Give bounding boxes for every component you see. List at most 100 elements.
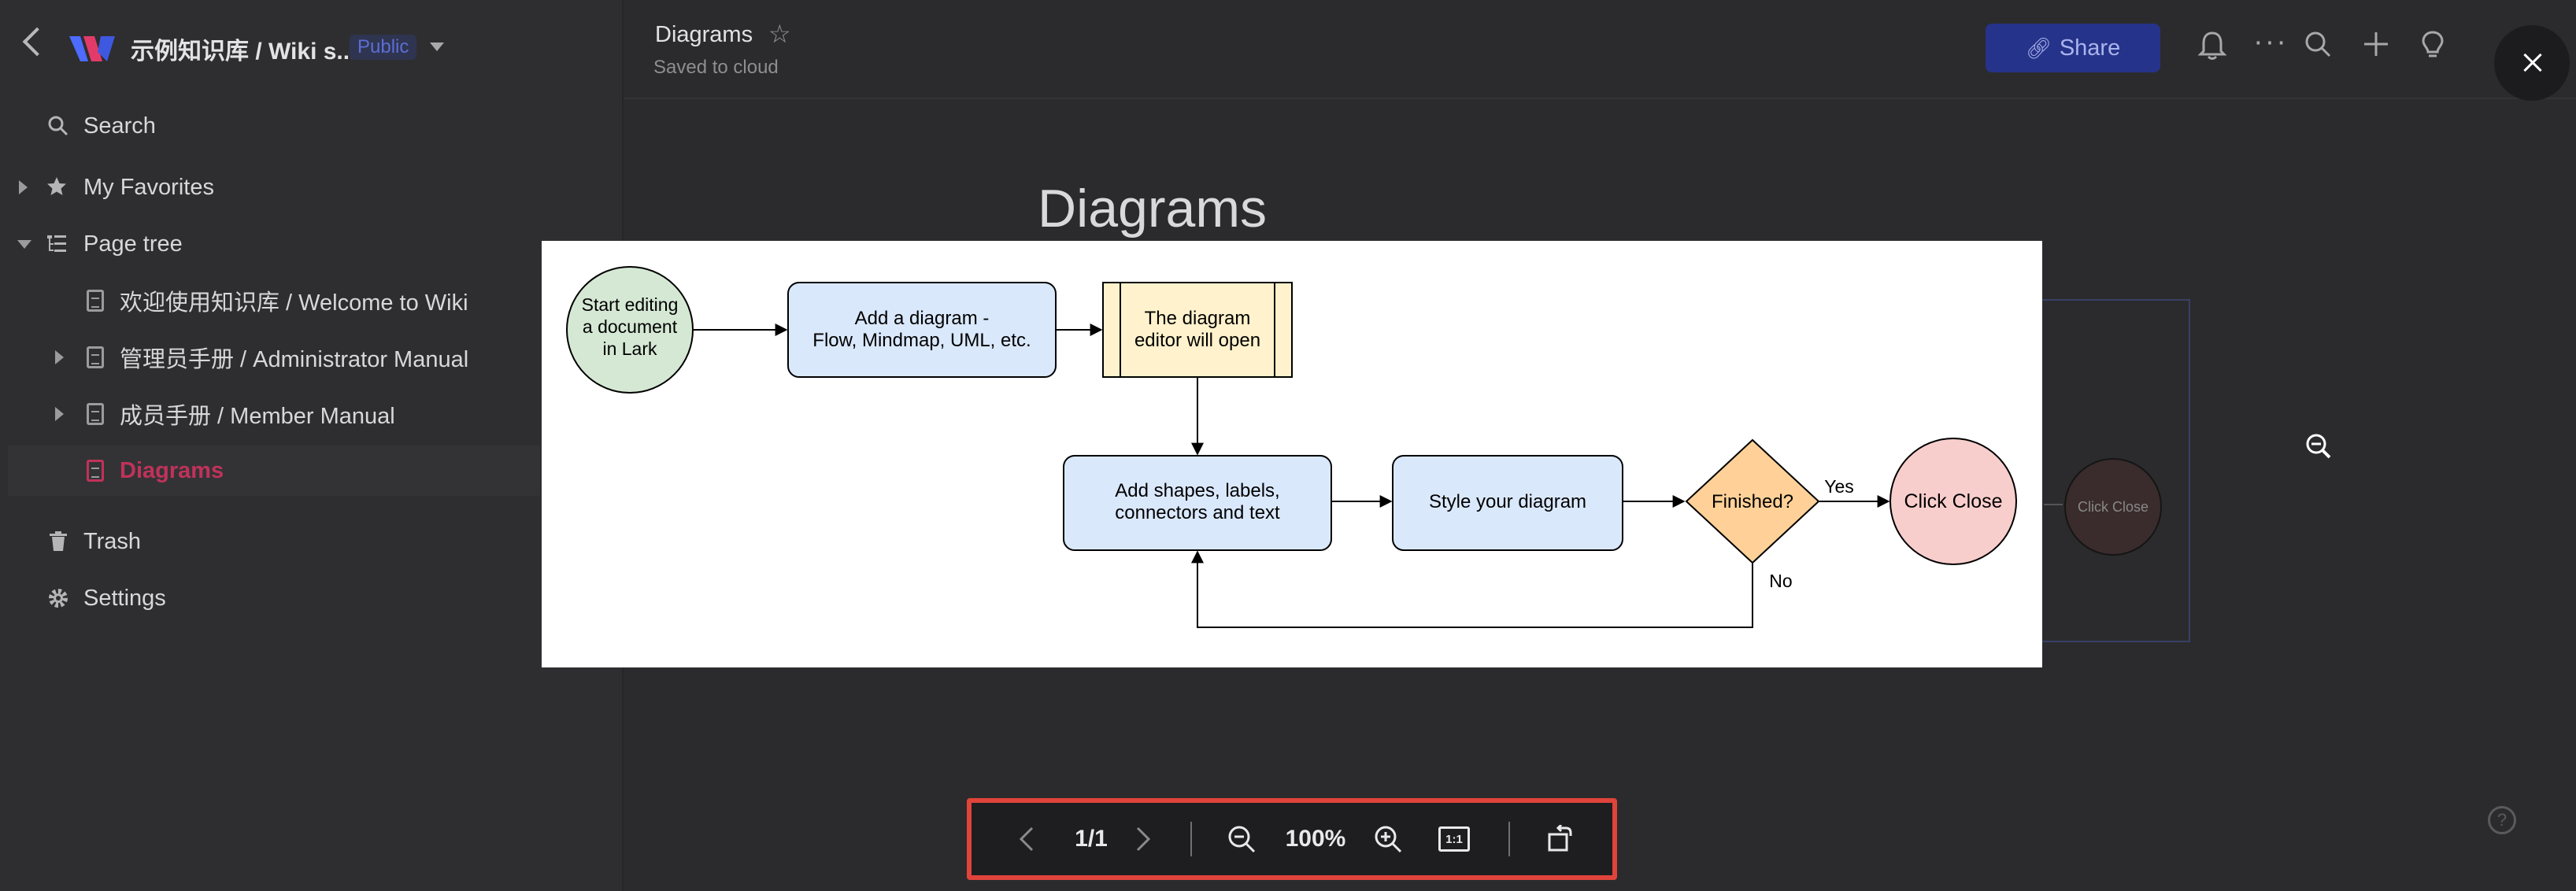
zoom-in-button[interactable] [1370, 803, 1406, 875]
search-icon [48, 116, 68, 136]
tree-item-diagrams[interactable]: Diagrams [8, 446, 540, 496]
share-label: Share [2059, 35, 2121, 61]
sidebar-item-settings[interactable]: Settings [0, 573, 622, 623]
public-badge: Public [350, 35, 417, 60]
collapse-icon[interactable] [17, 240, 31, 249]
editor-open-line: The diagram [1145, 308, 1251, 329]
trash-icon [50, 531, 67, 551]
editor-open-node [1102, 282, 1293, 378]
document-header: Diagrams ☆ Saved to cloud 🔗︎ Share ··· [624, 0, 2576, 99]
more-icon[interactable]: ··· [2253, 25, 2288, 58]
sidebar: 示例知识库 / Wiki s... Public Search My Favor… [0, 0, 624, 891]
expand-icon[interactable] [19, 180, 28, 194]
wiki-title[interactable]: 示例知识库 / Wiki s... [131, 39, 357, 65]
zoom-out-button[interactable] [1223, 803, 1260, 875]
actual-size-icon: 1:1 [1438, 826, 1470, 852]
sidebar-item-search[interactable]: Search [0, 101, 622, 151]
add-diagram-line: Add a diagram - [855, 308, 990, 329]
yes-label: Yes [1824, 476, 1854, 497]
share-button[interactable]: 🔗︎ Share [1986, 24, 2160, 72]
tree-item-label: 管理员手册 / Administrator Manual [120, 347, 469, 372]
chevron-right-icon [1136, 826, 1151, 852]
toolbar-divider [1190, 822, 1192, 856]
zoom-in-icon [1375, 826, 1402, 853]
back-icon[interactable] [22, 27, 52, 57]
sidebar-item-page-tree[interactable]: Page tree [0, 219, 622, 269]
tree-item-label: Diagrams [120, 457, 224, 483]
add-shapes-line: connectors and text [1115, 502, 1280, 523]
tree-icon [47, 235, 66, 252]
previous-page-button[interactable] [1011, 803, 1042, 875]
page-indicator: 1/1 [1075, 826, 1108, 852]
tree-item-label: 成员手册 / Member Manual [120, 404, 395, 429]
wiki-logo-icon [69, 36, 115, 61]
end-node [1889, 438, 2017, 565]
sidebar-item-favorites[interactable]: My Favorites [0, 162, 622, 213]
expand-icon[interactable] [55, 350, 64, 364]
start-node [566, 266, 694, 394]
decision-node [1685, 438, 1820, 564]
actual-size-icon-text: 1:1 [1445, 832, 1463, 846]
tree-item-label: 欢迎使用知识库 / Welcome to Wiki [120, 290, 468, 316]
add-diagram-line: Flow, Mindmap, UML, etc. [812, 330, 1031, 351]
viewer-toolbar: 1/1 100% 1:1 [967, 798, 1617, 880]
tree-item-admin-manual[interactable]: 管理员手册 / Administrator Manual [0, 332, 622, 383]
add-shapes-node [1063, 455, 1332, 551]
add-shapes-line: Add shapes, labels, [1115, 480, 1279, 501]
image-preview[interactable]: Start editing a document in Lark Add a d… [542, 241, 2042, 667]
start-node-line: Start editing [582, 294, 679, 315]
page-heading: Diagrams [1038, 179, 1267, 238]
decision-label: Finished? [1712, 491, 1793, 512]
rotate-button[interactable] [1542, 803, 1578, 875]
background-end-node: Click Close [2064, 458, 2162, 556]
start-node-line: a document [583, 316, 678, 337]
chevron-down-icon[interactable] [430, 43, 444, 51]
background-end-node-label: Click Close [2077, 498, 2149, 515]
actual-size-button[interactable]: 1:1 [1436, 803, 1472, 875]
lightbulb-icon[interactable] [2420, 30, 2445, 60]
diagram-block-frame [2042, 299, 2190, 642]
expand-icon[interactable] [55, 407, 64, 421]
no-label: No [1769, 571, 1792, 591]
connector [1191, 550, 1753, 628]
link-icon: 🔗︎ [2025, 35, 2052, 60]
document-title[interactable]: Diagrams [655, 22, 753, 47]
sidebar-header: 示例知识库 / Wiki s... Public [0, 0, 622, 98]
help-icon[interactable]: ? [2488, 806, 2516, 834]
sidebar-item-label: Trash [83, 528, 142, 554]
start-node-line: in Lark [602, 338, 657, 359]
add-diagram-node [787, 282, 1057, 378]
style-diagram-node [1392, 455, 1623, 551]
sidebar-item-label: My Favorites [83, 174, 214, 200]
save-status: Saved to cloud [653, 57, 779, 78]
editor-open-line: editor will open [1134, 330, 1260, 351]
document-icon [87, 403, 104, 425]
sidebar-item-trash[interactable]: Trash [0, 516, 622, 567]
zoom-out-icon [1228, 826, 1256, 853]
add-icon[interactable] [2362, 30, 2390, 58]
favorite-star-icon[interactable]: ☆ [768, 20, 791, 48]
tree-item-member-manual[interactable]: 成员手册 / Member Manual [0, 389, 622, 439]
search-icon[interactable] [2304, 30, 2332, 58]
document-icon [87, 290, 104, 312]
rotate-icon [1548, 825, 1572, 852]
toolbar-divider [1508, 822, 1510, 856]
chevron-left-icon [1019, 826, 1034, 852]
gear-icon [49, 589, 68, 608]
flowchart-diagram: Start editing a document in Lark Add a d… [566, 266, 2017, 628]
zoom-out-cursor-icon [2306, 434, 2331, 459]
zoom-level: 100% [1285, 826, 1346, 852]
connector [2044, 504, 2063, 505]
sidebar-item-label: Page tree [83, 231, 183, 257]
style-diagram-label: Style your diagram [1429, 491, 1586, 512]
sidebar-item-label: Settings [83, 585, 166, 611]
next-page-button[interactable] [1127, 803, 1159, 875]
star-icon [47, 177, 66, 195]
sidebar-item-label: Search [83, 113, 156, 139]
close-viewer-button[interactable] [2494, 25, 2570, 101]
bell-icon[interactable] [2198, 30, 2226, 61]
document-icon [87, 346, 104, 368]
tree-item-welcome[interactable]: 欢迎使用知识库 / Welcome to Wiki [0, 275, 622, 326]
end-node-label: Click Close [1904, 490, 2002, 512]
document-icon [87, 460, 104, 482]
